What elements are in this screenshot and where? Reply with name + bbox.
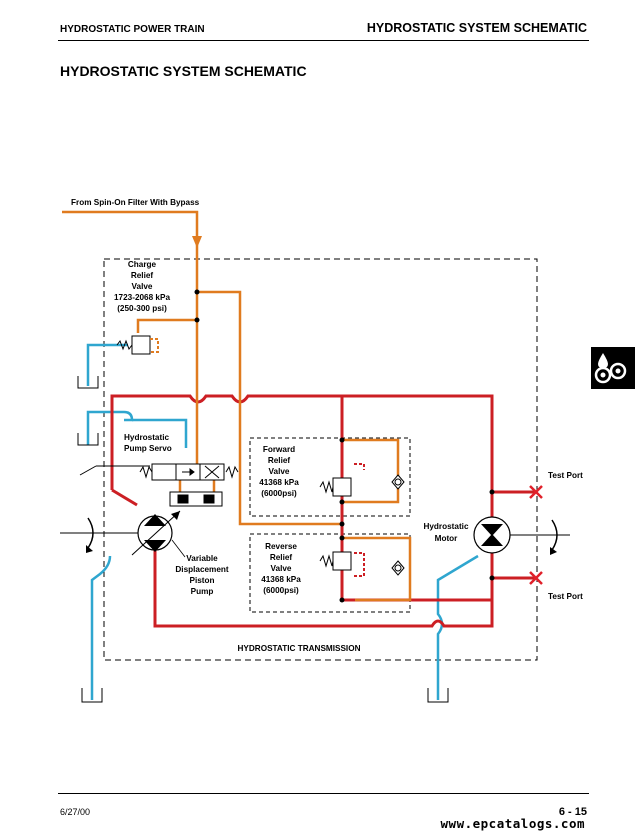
watermark: www.epcatalogs.com (440, 816, 585, 831)
motor-label: Hydrostatic Motor (423, 522, 468, 543)
svg-text:Displacement: Displacement (175, 565, 229, 574)
svg-text:(6000psi): (6000psi) (261, 489, 297, 498)
svg-text:(6000psi): (6000psi) (263, 586, 299, 595)
pump-servo-valve (79, 463, 239, 481)
pump-servo-label: Hydrostatic Pump Servo (124, 433, 172, 453)
charge-relief-label: Charge Relief Valve 1723-2068 kPa (250-3… (114, 260, 170, 313)
svg-text:Hydrostatic: Hydrostatic (423, 522, 468, 531)
motor-symbol (473, 516, 570, 555)
footer-date: 6/27/00 (60, 807, 91, 817)
forward-relief-label: Forward Relief Valve 41368 kPa (6000psi) (259, 445, 299, 498)
svg-text:(250-300 psi): (250-300 psi) (117, 304, 167, 313)
footer-rule (58, 793, 589, 794)
svg-text:Pump Servo: Pump Servo (124, 444, 172, 453)
charge-lines (62, 210, 412, 602)
svg-text:Valve: Valve (132, 282, 153, 291)
pump-label: Variable Displacement Piston Pump (175, 554, 229, 596)
transmission-label: HYDROSTATIC TRANSMISSION (238, 644, 361, 653)
pump-symbol (60, 510, 186, 558)
svg-text:Charge: Charge (128, 260, 157, 269)
page-title: HYDROSTATIC SYSTEM SCHEMATIC (60, 63, 307, 79)
svg-text:Piston: Piston (189, 576, 214, 585)
svg-text:Variable: Variable (186, 554, 218, 563)
flow-arrow (192, 236, 202, 248)
junction-dots (194, 289, 495, 603)
high-pressure-loop (110, 394, 535, 628)
svg-text:Reverse: Reverse (265, 542, 297, 551)
svg-text:Relief: Relief (131, 271, 154, 280)
svg-text:Valve: Valve (269, 467, 290, 476)
header-topic: HYDROSTATIC SYSTEM SCHEMATIC (366, 21, 587, 35)
reservoir-symbols (77, 376, 449, 703)
svg-text:41368 kPa: 41368 kPa (261, 575, 301, 584)
reverse-relief-valve (319, 551, 405, 577)
transmission-boundary (103, 258, 538, 661)
svg-text:Motor: Motor (435, 534, 459, 543)
svg-text:Valve: Valve (271, 564, 292, 573)
gears-oil-drop-icon (591, 347, 635, 389)
test-port-markers (529, 485, 543, 585)
svg-text:Hydrostatic: Hydrostatic (124, 433, 169, 442)
svg-text:1723-2068 kPa: 1723-2068 kPa (114, 293, 170, 302)
reverse-relief-label: Reverse Relief Valve 41368 kPa (6000psi) (261, 542, 301, 595)
header-section: HYDROSTATIC POWER TRAIN (60, 24, 205, 35)
svg-text:Forward: Forward (263, 445, 295, 454)
charge-relief-valve (116, 335, 159, 355)
filter-source-label: From Spin-On Filter With Bypass (71, 198, 200, 207)
servo-cylinder (169, 491, 223, 507)
forward-relief-valve (319, 463, 405, 497)
test-port-label-1: Test Port (548, 471, 583, 480)
page-number: 6 - 15 (558, 806, 587, 818)
svg-text:Relief: Relief (270, 553, 293, 562)
svg-text:Pump: Pump (191, 587, 214, 596)
forward-relief-box (249, 437, 411, 517)
svg-text:Relief: Relief (268, 456, 291, 465)
svg-text:41368 kPa: 41368 kPa (259, 478, 299, 487)
test-port-label-2: Test Port (548, 592, 583, 601)
header-rule (58, 40, 589, 41)
